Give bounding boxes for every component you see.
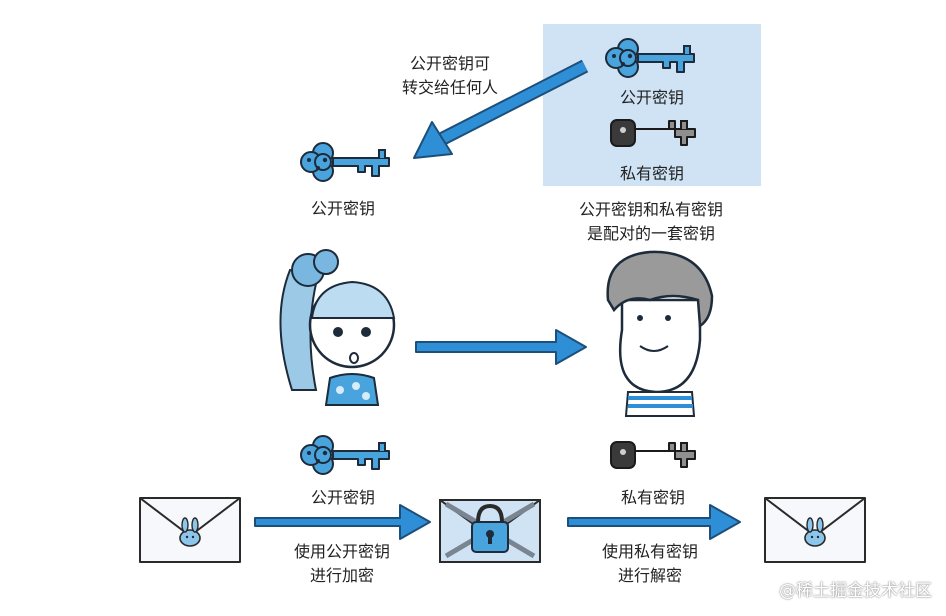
plain-envelope-right xyxy=(764,497,866,563)
key-pair-panel xyxy=(543,24,761,186)
encrypt-public-key-icon xyxy=(300,435,390,475)
encrypt-arrow xyxy=(254,504,431,540)
decrypt-arrow xyxy=(567,504,741,540)
encrypt-step-line2: 进行加密 xyxy=(309,566,374,585)
received-public-key-label: 公开密钥 xyxy=(310,199,375,218)
forwardable-note-line2: 转交给任何人 xyxy=(401,78,498,97)
forwardable-note-line1: 公开密钥可 xyxy=(409,54,490,73)
encrypt-key-label: 公开密钥 xyxy=(310,488,375,507)
panel-public-key-label: 公开密钥 xyxy=(619,88,684,107)
boy-character xyxy=(606,250,714,417)
watermark: @稀土掘金技术社区 xyxy=(779,581,932,601)
encrypt-step-line1: 使用公开密钥 xyxy=(293,542,390,561)
received-public-key-icon xyxy=(300,142,390,182)
decrypt-step-line2: 进行解密 xyxy=(617,566,682,585)
panel-private-key-label: 私有密钥 xyxy=(619,164,684,183)
pair-note-line1: 公开密钥和私有密钥 xyxy=(578,200,723,219)
pair-note-line2: 是配对的一套密钥 xyxy=(586,224,715,243)
plain-envelope-left xyxy=(139,497,241,563)
panel-public-key-icon xyxy=(605,38,695,78)
decrypt-key-label: 私有密钥 xyxy=(620,488,685,507)
girl-character xyxy=(279,249,396,406)
decrypt-step-line1: 使用私有密钥 xyxy=(601,542,698,561)
send-arrow xyxy=(415,329,587,365)
panel-private-key-icon xyxy=(610,119,696,147)
forward-public-key-arrow xyxy=(413,59,589,159)
locked-envelope xyxy=(439,499,541,563)
decrypt-private-key-icon xyxy=(610,441,696,469)
